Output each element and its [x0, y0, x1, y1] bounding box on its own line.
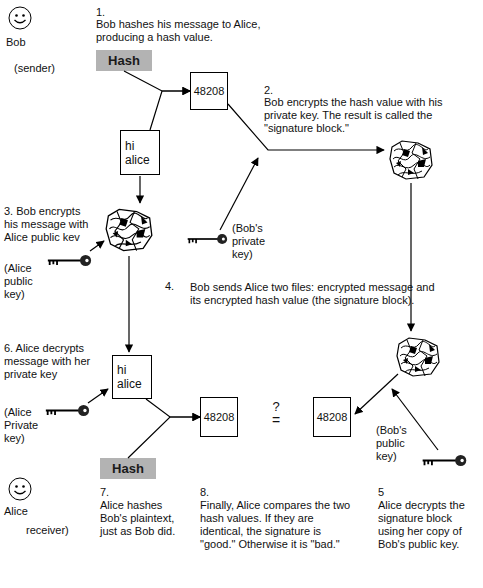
key-arrow	[220, 158, 258, 230]
step-text: 3. Bob encrypts his message with Alice p…	[4, 205, 96, 244]
signature-block-icon	[397, 338, 439, 376]
hash-value-box: 48208	[190, 72, 228, 110]
step-text: Bob encrypts the hash value with his pri…	[264, 96, 469, 135]
flow-connector	[128, 417, 200, 458]
signature-block-icon	[390, 141, 432, 179]
flow-connector	[150, 91, 190, 130]
callout-number: 1.	[96, 6, 116, 19]
message-box: hi alice	[120, 130, 160, 175]
step-text: Alice hashes Bob's plaintext, just as Bo…	[100, 499, 188, 538]
hash-value-box: 48208	[200, 397, 238, 437]
message-box: hi alice	[112, 355, 152, 399]
callout-number: 2.	[264, 84, 284, 97]
node-text: 48208	[194, 85, 225, 98]
step-text: Alice decrypts the signature block using…	[378, 499, 480, 551]
key-label: (Bob's public key)	[376, 424, 418, 463]
callout-number: 4.	[165, 280, 185, 293]
callout-number: 5	[378, 486, 398, 499]
step-text: Bob sends Alice two files: encrypted mes…	[190, 281, 440, 307]
node-text: 48208	[204, 411, 235, 424]
actor-name: Bob	[6, 36, 40, 49]
actor-role: receiver)	[26, 524, 86, 537]
flow-arrow	[128, 256, 129, 352]
flow-connector	[124, 71, 190, 91]
node-text: 48208	[317, 411, 348, 424]
sender-face	[9, 7, 31, 29]
key-label: (Alice Private key)	[4, 406, 44, 445]
private-key-icon	[188, 234, 227, 244]
step-text: 6. Alice decrypts message with her priva…	[4, 342, 96, 381]
flow-connector	[146, 399, 200, 417]
actor-role: (sender)	[14, 62, 74, 75]
node-text: Hash	[108, 53, 140, 68]
callout-number: 8.	[200, 486, 220, 499]
public-key-icon	[423, 455, 467, 466]
node-text: hi alice	[117, 363, 147, 391]
node-text: Hash	[112, 461, 144, 476]
compare-symbol: ?	[266, 400, 286, 413]
key-arrow	[88, 389, 108, 403]
flow-arrow	[139, 176, 140, 203]
encrypted-message-icon	[106, 209, 152, 250]
flow-arrow	[410, 183, 411, 331]
step-text: Bob hashes his message to Alice, produci…	[96, 18, 281, 44]
public-key-icon	[48, 255, 91, 266]
receiver-face	[9, 478, 31, 500]
private-key-icon	[46, 405, 89, 416]
key-label: (Alice public key)	[4, 262, 44, 301]
flow-arrow	[355, 374, 398, 414]
hash-function-box: Hash	[100, 458, 156, 479]
node-text: hi alice	[125, 139, 155, 167]
key-label: (Bob's private key)	[232, 222, 277, 261]
callout-number: 7.	[100, 486, 120, 499]
step-text: Finally, Alice compares the two hash val…	[200, 499, 352, 551]
actor-name: Alice	[4, 505, 44, 518]
key-arrow	[90, 241, 104, 251]
hash-function-box: Hash	[96, 50, 152, 71]
compare-symbol: =	[266, 414, 286, 427]
hash-value-box: 48208	[313, 397, 351, 437]
